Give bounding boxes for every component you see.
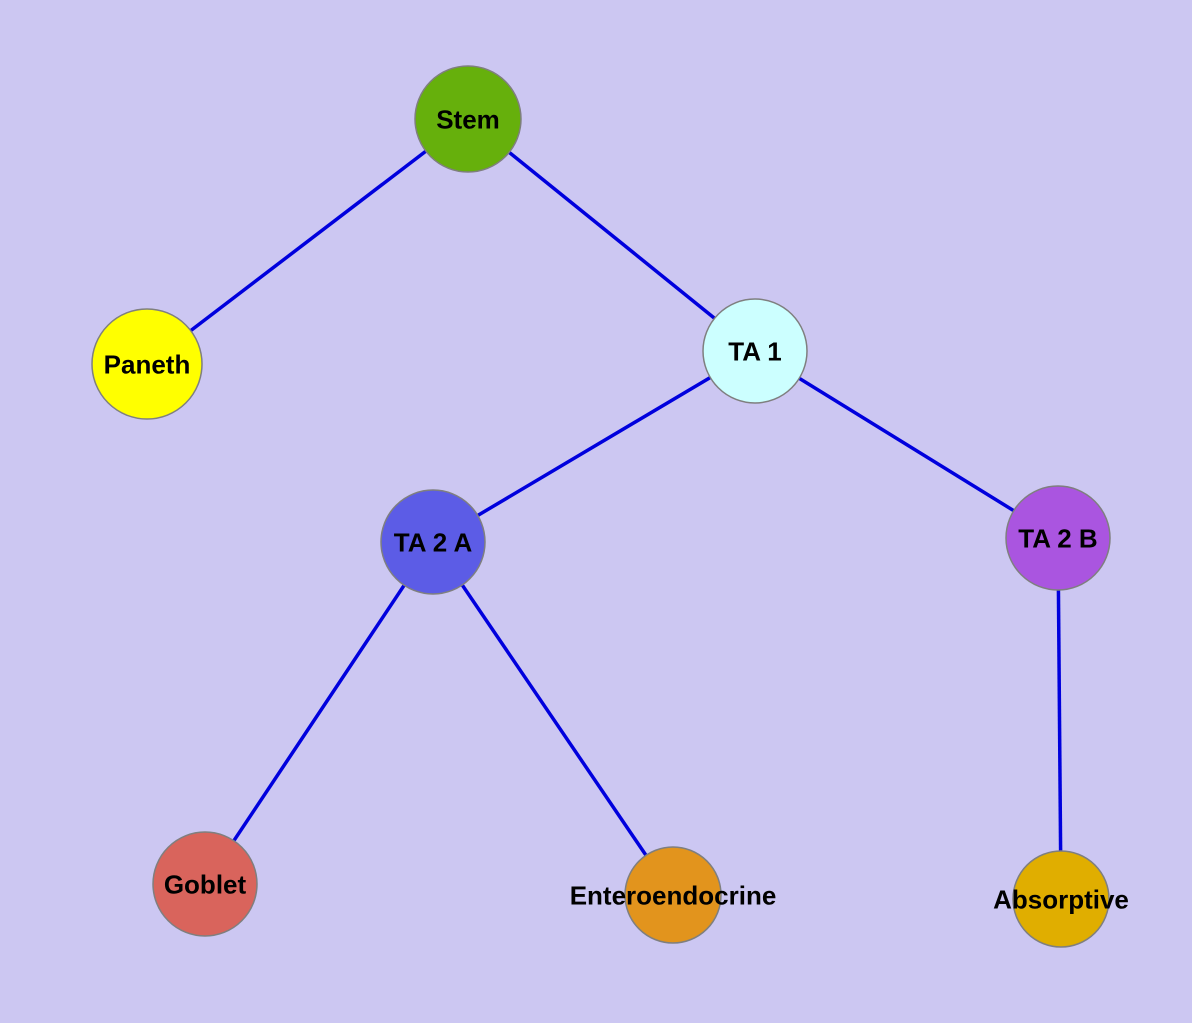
node-stem[interactable]: Stem	[414, 65, 522, 173]
node-goblet[interactable]: Goblet	[152, 831, 258, 937]
node-enteroendocrine[interactable]: Enteroendocrine	[570, 846, 777, 944]
node-ta2b[interactable]: TA 2 B	[1005, 485, 1111, 591]
node-circle-ta1[interactable]	[702, 298, 808, 404]
edge-ta2a-goblet	[203, 541, 435, 885]
node-circle-ta2b[interactable]	[1005, 485, 1111, 591]
node-circle-stem[interactable]	[414, 65, 522, 173]
node-absorptive[interactable]: Absorptive	[993, 850, 1129, 948]
node-ta2a[interactable]: TA 2 A	[380, 489, 486, 595]
node-circle-paneth[interactable]	[91, 308, 203, 420]
edge-ta1-ta2b	[754, 349, 1059, 540]
node-circle-goblet[interactable]	[152, 831, 258, 937]
edge-stem-ta1	[466, 117, 757, 353]
node-circle-absorptive[interactable]	[1012, 850, 1110, 948]
edge-stem-paneth	[145, 117, 470, 366]
node-circle-enteroendocrine[interactable]	[624, 846, 722, 944]
edge-ta2b-absorptive	[1056, 537, 1063, 900]
edge-ta1-ta2a	[432, 349, 756, 544]
node-ta1[interactable]: TA 1	[702, 298, 808, 404]
edge-ta2a-enteroendocrine	[431, 541, 675, 896]
node-paneth[interactable]: Paneth	[91, 308, 203, 420]
node-circle-ta2a[interactable]	[380, 489, 486, 595]
